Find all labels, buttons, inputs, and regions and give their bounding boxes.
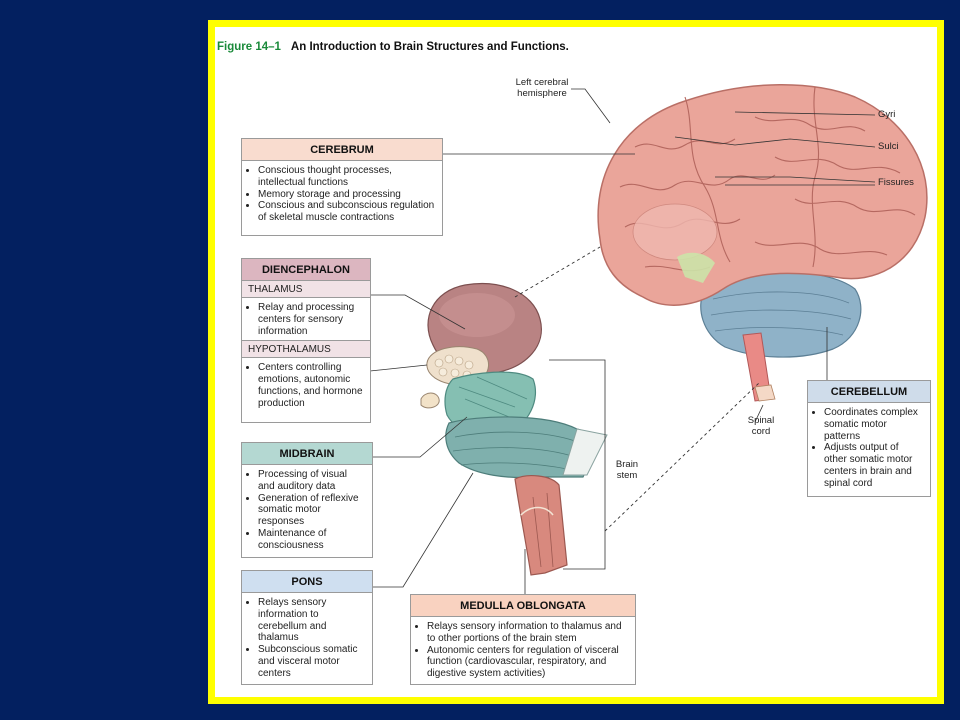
list-item: Autonomic centers for regulation of visc… (427, 645, 629, 680)
medulla-title: MEDULLA OBLONGATA (411, 595, 635, 617)
list-item: Maintenance of consciousness (258, 528, 366, 552)
list-item: Subconscious somatic and visceral motor … (258, 644, 366, 679)
diencephalon-title: DIENCEPHALON (242, 259, 370, 281)
cerebrum-title: CEREBRUM (242, 139, 442, 161)
list-item: Memory storage and processing (258, 189, 436, 201)
hypothalamus-list: Centers controlling emotions, autonomic … (242, 358, 370, 412)
list-item: Generation of reflexive somatic motor re… (258, 493, 366, 528)
midbrain-title: MIDBRAIN (242, 443, 372, 465)
cerebrum-list: Conscious thought processes, intellectua… (242, 161, 442, 227)
fissures-label: Fissures (878, 177, 914, 188)
cerebellum-list: Coordinates complex somatic motor patter… (808, 403, 930, 493)
cerebellum-title: CEREBELLUM (808, 381, 930, 403)
medulla-list: Relays sensory information to thalamus a… (411, 617, 635, 683)
list-item: Coordinates complex somatic motor patter… (824, 407, 924, 442)
figure-caption: An Introduction to Brain Structures and … (290, 41, 569, 53)
sulci-label: Sulci (878, 141, 899, 152)
list-item: Processing of visual and auditory data (258, 469, 366, 493)
medulla-illustration (514, 475, 568, 576)
figure-title: Figure 14–1 An Introduction to Brain Stru… (217, 41, 569, 53)
pons-title: PONS (242, 571, 372, 593)
list-item: Conscious thought processes, intellectua… (258, 165, 436, 189)
figure-frame: Figure 14–1 An Introduction to Brain Stru… (208, 20, 944, 704)
brain-stem-label: Brain stem (615, 459, 639, 481)
pons-box: PONS Relays sensory information to cereb… (241, 570, 373, 685)
spinal-cord-label: Spinal cord (747, 415, 775, 437)
hypothalamus-title: HYPOTHALAMUS (242, 341, 370, 359)
gyri-label: Gyri (878, 109, 896, 120)
list-item: Relays sensory information to thalamus a… (427, 621, 629, 645)
list-item: Centers controlling emotions, autonomic … (258, 362, 364, 409)
thalamus-list: Relay and processing centers for sensory… (242, 298, 370, 342)
thalamus-title: THALAMUS (242, 281, 370, 298)
list-item: Conscious and subconscious regulation of… (258, 200, 436, 224)
medulla-box: MEDULLA OBLONGATA Relays sensory informa… (410, 594, 636, 685)
diencephalon-box: DIENCEPHALON THALAMUS Relay and processi… (241, 258, 371, 423)
figure-canvas: Figure 14–1 An Introduction to Brain Stru… (215, 27, 937, 697)
left-cerebral-hemisphere-label: Left cerebral hemisphere (515, 77, 569, 99)
cerebrum-box: CEREBRUM Conscious thought processes, in… (241, 138, 443, 236)
list-item: Relay and processing centers for sensory… (258, 302, 364, 337)
midbrain-box: MIDBRAIN Processing of visual and audito… (241, 442, 373, 558)
list-item: Relays sensory information to cerebellum… (258, 597, 366, 644)
figure-number: Figure 14–1 (217, 41, 281, 53)
cerebellum-box: CEREBELLUM Coordinates complex somatic m… (807, 380, 931, 497)
pons-list: Relays sensory information to cerebellum… (242, 593, 372, 683)
brain-illustration (369, 84, 928, 595)
list-item: Adjusts output of other somatic motor ce… (824, 442, 924, 489)
midbrain-list: Processing of visual and auditory data G… (242, 465, 372, 555)
